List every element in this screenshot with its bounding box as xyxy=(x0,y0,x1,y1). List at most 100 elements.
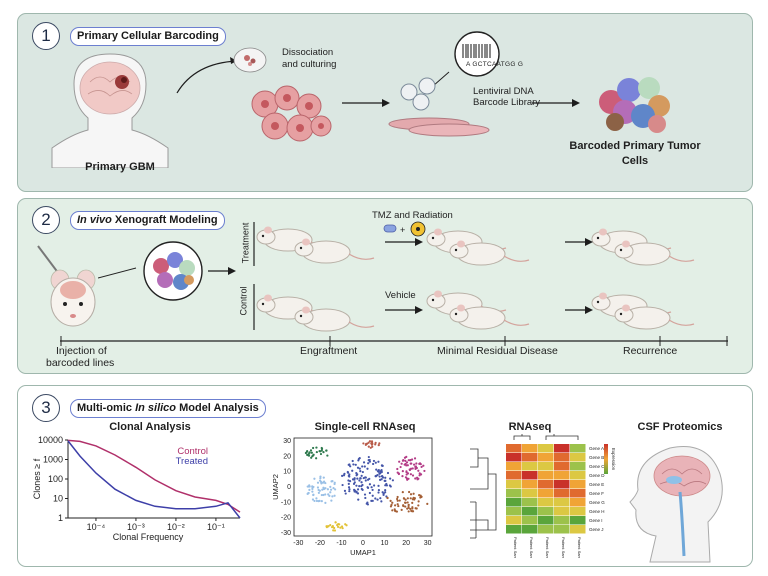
umap-point xyxy=(382,492,385,495)
umap-point xyxy=(340,525,344,528)
umap-point xyxy=(409,473,412,476)
umap-point xyxy=(347,482,350,486)
umap-point xyxy=(400,462,403,465)
umap-point xyxy=(311,487,314,490)
panel3-title-b: Model Analysis xyxy=(176,402,259,414)
umap-point xyxy=(406,472,410,475)
umap-point xyxy=(376,498,379,501)
umap-point xyxy=(316,486,320,489)
umap-point xyxy=(358,467,361,470)
umap-point xyxy=(333,494,336,497)
heatmap-cell xyxy=(554,525,570,534)
x-tick-label: 10⁻⁴ xyxy=(87,522,106,532)
umap-point xyxy=(351,459,354,463)
umap-point xyxy=(406,501,409,504)
umap-point xyxy=(318,499,321,502)
umap-point xyxy=(309,449,313,452)
umap-point xyxy=(422,464,425,467)
umap-point xyxy=(407,490,411,494)
heatmap-cell xyxy=(570,444,586,453)
umap-y-tick: 10 xyxy=(283,469,291,476)
umap-point xyxy=(320,447,324,450)
arrow-icon xyxy=(385,238,423,246)
heatmap-cell xyxy=(570,489,586,498)
umap-point xyxy=(397,504,400,508)
umap-point xyxy=(356,488,360,491)
umap-point xyxy=(336,523,339,527)
umap-point xyxy=(327,525,330,528)
heatmap-cell xyxy=(538,489,554,498)
umap-point xyxy=(426,502,429,505)
mouse-icon xyxy=(294,306,375,332)
umap-point xyxy=(409,507,412,511)
umap-point xyxy=(364,479,367,482)
umap-point xyxy=(377,470,380,473)
umap-point xyxy=(334,521,337,524)
umap-point xyxy=(379,472,382,475)
heatmap-cell xyxy=(538,453,554,462)
umap-x-tick: -30 xyxy=(293,540,303,547)
umap-point xyxy=(370,499,373,503)
umap-point xyxy=(406,497,409,500)
panel3-title: Multi-omic In silico Model Analysis xyxy=(70,399,266,418)
injected-mouse-illustration xyxy=(37,245,96,327)
umap-point xyxy=(306,450,309,453)
mouse-eye xyxy=(299,314,303,318)
svg-text:+: + xyxy=(400,225,405,235)
umap-point xyxy=(404,498,407,501)
umap-point xyxy=(361,483,364,487)
umap-frame xyxy=(293,437,433,537)
umap-point xyxy=(409,459,412,462)
umap-point xyxy=(372,459,376,463)
umap-y-tick: 0 xyxy=(287,484,291,491)
y-tick-label: 10000 xyxy=(38,435,63,445)
sample-label: Patient Sample xyxy=(545,537,550,558)
mouse-tail xyxy=(503,319,530,326)
umap-point xyxy=(409,462,412,465)
umap-point xyxy=(324,487,327,490)
gene-label: Gene F xyxy=(589,491,604,496)
umap-point xyxy=(401,470,404,473)
umap-point xyxy=(360,474,363,477)
heatmap-cell xyxy=(570,480,586,489)
umap-point xyxy=(411,474,415,477)
umap-point xyxy=(371,445,374,448)
mouse-eye xyxy=(619,248,623,252)
umap-point xyxy=(347,479,350,482)
umap-point xyxy=(377,489,381,492)
umap-point xyxy=(371,488,374,492)
umap-point xyxy=(351,478,355,481)
heatmap-cell xyxy=(522,525,538,534)
umap-point xyxy=(404,459,407,462)
sample-label: Patient Sample xyxy=(577,537,582,558)
umap-point xyxy=(366,467,369,470)
umap-point xyxy=(409,467,413,470)
umap-point xyxy=(324,481,327,485)
umap-point xyxy=(329,524,332,527)
column-dendrogram xyxy=(513,434,579,440)
umap-point xyxy=(331,495,334,498)
umap-point xyxy=(313,499,316,503)
umap-point xyxy=(364,496,367,500)
umap-point xyxy=(311,498,315,501)
mouse-tail xyxy=(503,255,530,262)
umap-point xyxy=(380,470,383,474)
umap-point xyxy=(359,470,362,473)
umap-point xyxy=(411,507,414,510)
gene-label: Gene D xyxy=(589,473,605,478)
mouse-icon xyxy=(449,240,530,266)
umap-x-tick: -20 xyxy=(315,540,325,547)
umap-point xyxy=(419,473,423,476)
umap-point xyxy=(415,462,418,465)
heatmap-cell xyxy=(506,507,522,516)
umap-point xyxy=(368,477,371,480)
heatmap-cell xyxy=(570,453,586,462)
umap-point xyxy=(363,493,367,496)
mouse-ear xyxy=(264,294,272,302)
umap-point xyxy=(420,495,423,498)
injection-line xyxy=(98,267,137,279)
arrow-icon xyxy=(342,99,390,107)
